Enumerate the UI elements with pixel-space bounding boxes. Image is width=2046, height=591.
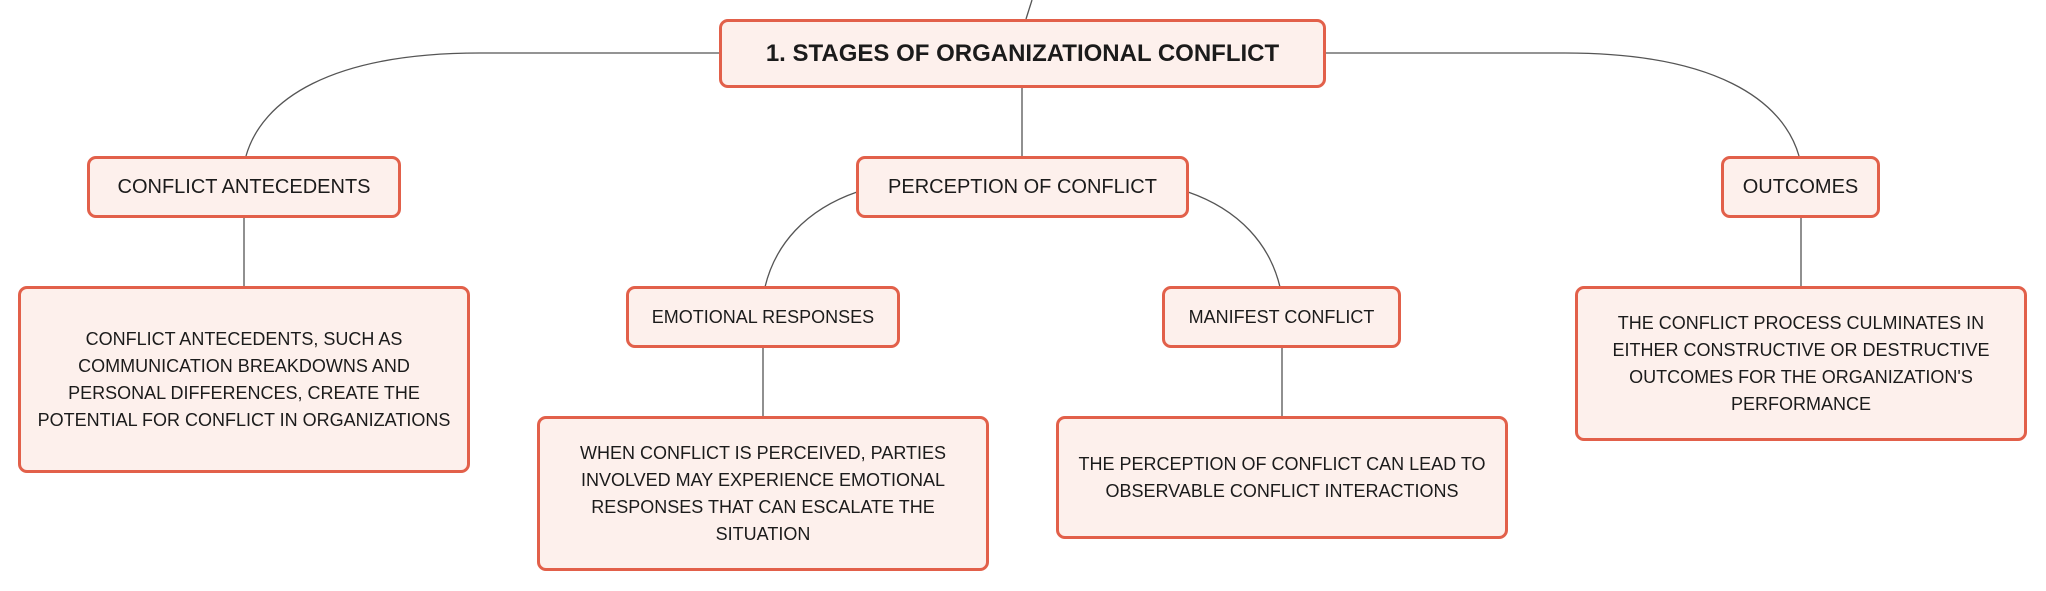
manifest-description-node[interactable]: THE PERCEPTION OF CONFLICT CAN LEAD TO O… xyxy=(1056,416,1508,539)
antecedents-description-text: CONFLICT ANTECEDENTS, SUCH AS COMMUNICAT… xyxy=(37,328,451,430)
connector-parent-to-root xyxy=(1025,0,1033,20)
emotional-description-node[interactable]: WHEN CONFLICT IS PERCEIVED, PARTIES INVO… xyxy=(537,416,989,571)
emotional-description-text: WHEN CONFLICT IS PERCEIVED, PARTIES INVO… xyxy=(579,442,947,544)
outcomes-node-label: OUTCOMES xyxy=(1742,175,1859,198)
manifest-conflict-node[interactable]: MANIFEST CONFLICT xyxy=(1162,286,1401,348)
connector-perception-to-manifest xyxy=(1187,191,1281,288)
outcomes-description-node[interactable]: THE CONFLICT PROCESS CULMINATES IN EITHE… xyxy=(1575,286,2027,441)
antecedents-description-node[interactable]: CONFLICT ANTECEDENTS, SUCH AS COMMUNICAT… xyxy=(18,286,470,473)
antecedents-node-label: CONFLICT ANTECEDENTS xyxy=(117,175,371,198)
emotional-responses-node[interactable]: EMOTIONAL RESPONSES xyxy=(626,286,900,348)
connector-perception-to-emotional xyxy=(764,191,858,288)
outcomes-description-text: THE CONFLICT PROCESS CULMINATES IN EITHE… xyxy=(1612,312,1990,414)
root-node[interactable]: 1. STAGES OF ORGANIZATIONAL CONFLICT xyxy=(719,19,1326,88)
emotional-responses-label: EMOTIONAL RESPONSES xyxy=(651,306,875,327)
perception-node-label: PERCEPTION OF CONFLICT xyxy=(888,175,1157,198)
connector-root-to-outcomes xyxy=(1326,52,1800,157)
perception-node[interactable]: PERCEPTION OF CONFLICT xyxy=(856,156,1189,218)
manifest-description-text: THE PERCEPTION OF CONFLICT CAN LEAD TO O… xyxy=(1078,453,1486,501)
connector-root-to-antecedents xyxy=(245,52,722,157)
outcomes-node[interactable]: OUTCOMES xyxy=(1721,156,1880,218)
antecedents-node[interactable]: CONFLICT ANTECEDENTS xyxy=(87,156,401,218)
manifest-conflict-label: MANIFEST CONFLICT xyxy=(1188,306,1375,327)
root-node-label: 1. STAGES OF ORGANIZATIONAL CONFLICT xyxy=(765,39,1280,67)
